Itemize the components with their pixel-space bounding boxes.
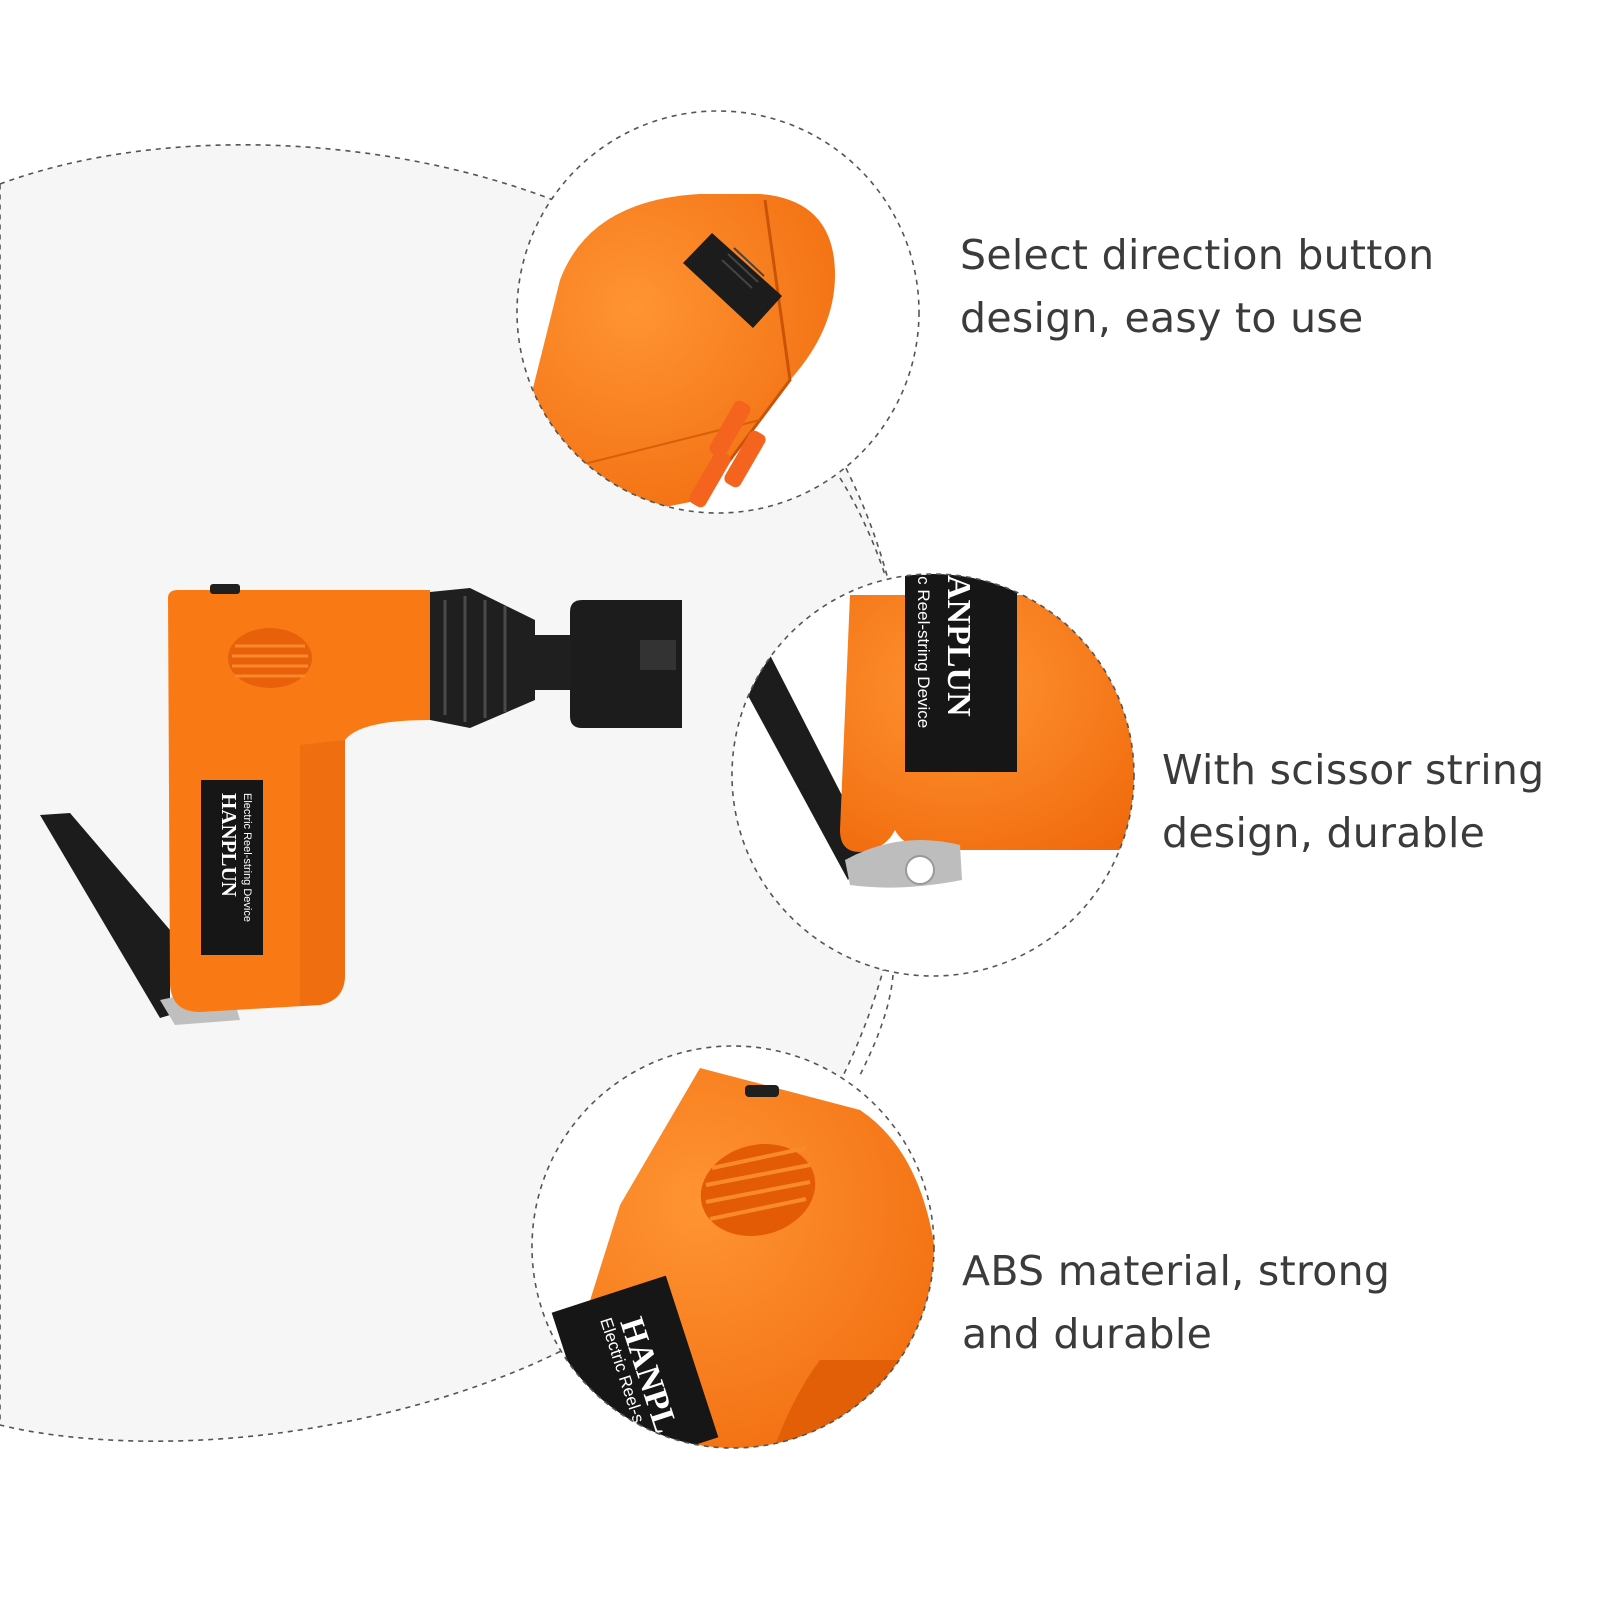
feature-line: ABS material, strong	[962, 1247, 1391, 1295]
feature-text-abs-material: ABS material, strong and durable	[962, 1240, 1390, 1366]
reel-string-device-main: HANPLUN Electric Reel-string Device	[40, 584, 682, 1025]
feature-text-scissor: With scissor string design, durable	[1162, 739, 1545, 865]
svg-text:ANPLUN: ANPLUN	[940, 575, 977, 717]
feature-line: With scissor string	[1162, 746, 1545, 794]
feature-line: Select direction button	[960, 231, 1435, 279]
connector-lines	[839, 477, 894, 1076]
feature-line: design, durable	[1162, 809, 1486, 857]
direction-switch	[683, 233, 782, 328]
feature-line: and durable	[962, 1310, 1213, 1358]
feature-line: design, easy to use	[960, 294, 1364, 342]
detail-circle-scissor: ANPLUN tric Reel-string Device	[731, 562, 1135, 977]
feature-text-direction-button: Select direction button design, easy to …	[960, 224, 1434, 350]
svg-text:tric Reel-string Device: tric Reel-string Device	[914, 562, 933, 728]
brand-logo: HANPLUN	[217, 793, 241, 897]
detail-circle-direction-button	[516, 110, 920, 514]
brand-sub-label: Electric Reel-string Device	[241, 793, 253, 922]
detail-circle-abs-body: HANPL Electric Reel-s	[531, 1045, 935, 1449]
